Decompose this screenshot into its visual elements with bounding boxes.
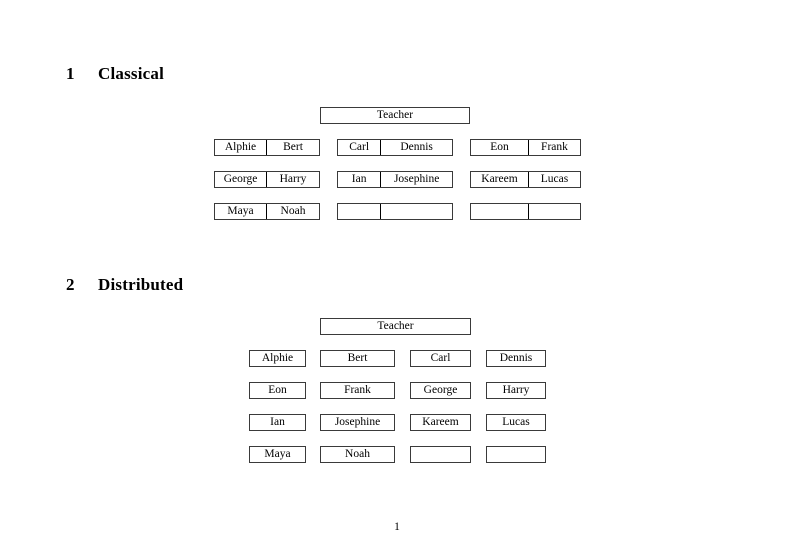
- distributed-box: George: [410, 382, 471, 399]
- distributed-box: Carl: [410, 350, 471, 367]
- classical-cell: Kareem: [481, 173, 518, 185]
- classical-cell: Maya: [227, 205, 254, 217]
- distributed-box: Frank: [320, 382, 395, 399]
- classical-cell: Josephine: [380, 172, 452, 187]
- classical-teacher-box: Teacher: [320, 107, 470, 124]
- classical-cell: Noah: [266, 204, 319, 219]
- section-heading-distributed: 2 Distributed: [66, 275, 183, 295]
- section-number: 2: [66, 275, 75, 294]
- distributed-box-empty: [410, 446, 471, 463]
- classical-group: Eon Frank: [470, 139, 581, 156]
- distributed-teacher-box: Teacher: [320, 318, 471, 335]
- distributed-box: Dennis: [486, 350, 546, 367]
- classical-cell: Frank: [527, 140, 580, 155]
- section-heading-classical: 1 Classical: [66, 64, 164, 84]
- classical-cell-empty: [527, 204, 580, 219]
- classical-group: [470, 203, 581, 220]
- classical-group: Alphie Bert: [214, 139, 320, 156]
- classical-group: [337, 203, 453, 220]
- section-title: Classical: [98, 64, 165, 83]
- classical-cell: Bert: [266, 140, 319, 155]
- distributed-box-empty: [486, 446, 546, 463]
- classical-cell: Alphie: [224, 141, 257, 153]
- classical-cell: Eon: [490, 141, 509, 153]
- distributed-box: Maya: [249, 446, 306, 463]
- classical-cell: Lucas: [527, 172, 580, 187]
- distributed-box: Noah: [320, 446, 395, 463]
- classical-group: Carl Dennis: [337, 139, 453, 156]
- distributed-box: Josephine: [320, 414, 395, 431]
- classical-group: George Harry: [214, 171, 320, 188]
- classical-group: Maya Noah: [214, 203, 320, 220]
- classical-cell: Ian: [351, 173, 367, 185]
- classical-cell: Harry: [266, 172, 319, 187]
- section-number: 1: [66, 64, 75, 83]
- classical-cell: George: [223, 173, 258, 185]
- distributed-box: Alphie: [249, 350, 306, 367]
- distributed-box: Lucas: [486, 414, 546, 431]
- classical-cell: Carl: [349, 141, 370, 153]
- classical-cell-empty: [471, 204, 528, 219]
- distributed-box: Bert: [320, 350, 395, 367]
- classical-group: Ian Josephine: [337, 171, 453, 188]
- classical-cell-empty: [380, 204, 452, 219]
- classical-cell-empty: [338, 204, 380, 219]
- distributed-box: Harry: [486, 382, 546, 399]
- distributed-box: Kareem: [410, 414, 471, 431]
- distributed-box: Eon: [249, 382, 306, 399]
- classical-cell: Dennis: [380, 140, 452, 155]
- section-title: Distributed: [98, 275, 184, 294]
- classical-group: Kareem Lucas: [470, 171, 581, 188]
- distributed-box: Ian: [249, 414, 306, 431]
- page-number: 1: [394, 521, 400, 533]
